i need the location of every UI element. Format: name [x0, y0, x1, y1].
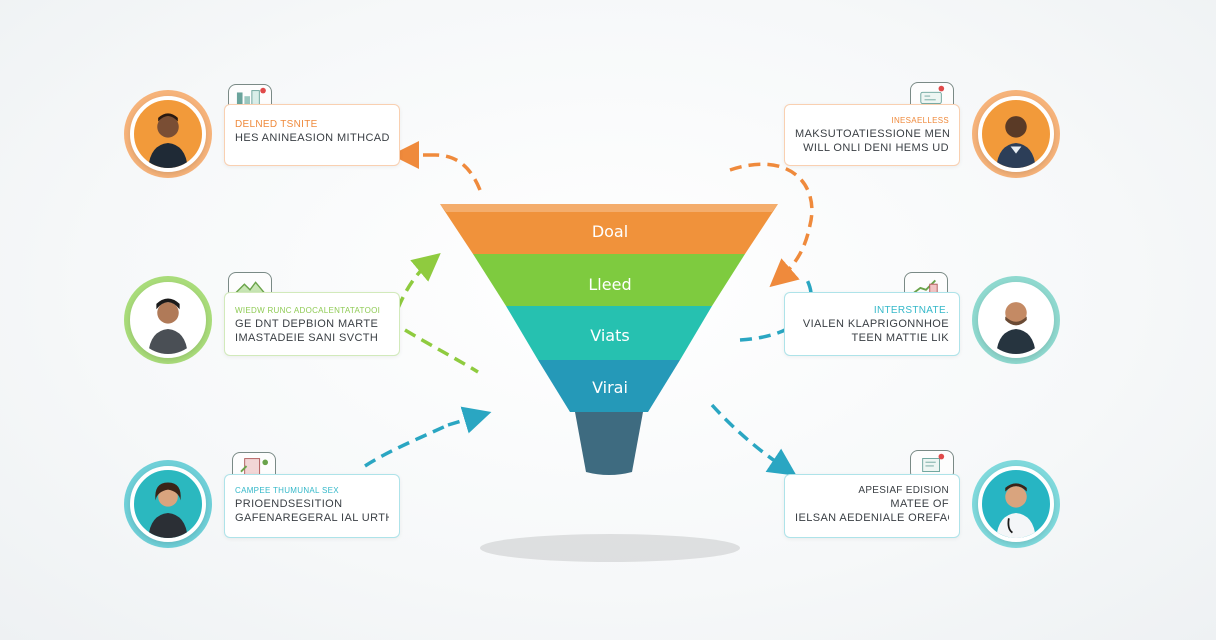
funnel-stage-2 — [473, 254, 745, 306]
funnel-stage-3-label: Viats — [590, 326, 630, 345]
avatar-right-top — [978, 96, 1054, 172]
funnel-spout — [575, 412, 643, 475]
card-left-top: DELNED TSNITE HES ANINEASION MITHCAD — [224, 104, 400, 166]
funnel-stage-1 — [440, 204, 778, 254]
card-right-bottom-line-1: MATEE OF — [890, 498, 949, 510]
funnel-stage-3 — [506, 306, 712, 360]
funnel-stage-2-label: Lleed — [588, 275, 632, 294]
funnel-rim-highlight — [440, 204, 778, 212]
arrow-left-top — [405, 155, 482, 191]
card-left-bottom: CAMPEE THUMUNAL SEX PRIOENDSESITION GAFE… — [224, 474, 400, 538]
card-left-top-line-1: HES ANINEASION MITHCAD — [235, 132, 389, 144]
avatar-left-bottom — [130, 466, 206, 542]
avatar-left-middle — [130, 282, 206, 358]
card-right-bottom-title: APESIAF EDISION — [858, 485, 949, 496]
card-right-top-line-1: MAKSUTOATIESSIONE MENT: — [795, 128, 949, 140]
avatar-right-bottom — [978, 466, 1054, 542]
card-left-bottom-line-1: PRIOENDSESITION — [235, 498, 343, 510]
card-left-bottom-line-2: GAFENAREGERAL IAL URTH — [235, 512, 389, 524]
card-left-middle-line-2: IMASTADEIE SANI SVCTH — [235, 332, 379, 344]
card-right-bottom-line-2: IELSAN AEDENIALE OREFAO, — [795, 512, 949, 524]
funnel-stage-4-label: Virai — [592, 378, 628, 397]
card-left-middle-title: WIEDW RUNC ADOCALENTATATOOI — [235, 306, 381, 315]
card-left-middle: WIEDW RUNC ADOCALENTATATOOI GE DNT DEPBI… — [224, 292, 400, 356]
avatar-left-top — [130, 96, 206, 172]
funnel-stage-1-label: Doal — [591, 222, 629, 241]
card-left-middle-line-1: GE DNT DEPBION MARTE — [235, 318, 379, 330]
arrow-left-bottom — [364, 416, 478, 468]
arrow-right-bottom — [710, 403, 797, 476]
card-right-bottom: APESIAF EDISION MATEE OF IELSAN AEDENIAL… — [784, 474, 960, 538]
card-right-top: INESAELLESS MAKSUTOATIESSIONE MENT: WILL… — [784, 104, 960, 166]
funnel-stage-4 — [538, 360, 680, 412]
card-right-top-title: INESAELLESS — [891, 116, 949, 125]
card-right-middle-line-1: VIALEN KLAPRIGONNHOE — [802, 318, 949, 330]
card-left-top-title: DELNED TSNITE — [235, 119, 318, 130]
card-left-bottom-title: CAMPEE THUMUNAL SEX — [235, 486, 339, 495]
card-right-middle-line-2: TEEN MATTIE LIK — [851, 332, 949, 344]
avatar-right-middle — [978, 282, 1054, 358]
arrow-left-middle-out — [404, 328, 479, 374]
card-right-middle: INTERSTNATE. VIALEN KLAPRIGONNHOE TEEN M… — [784, 292, 960, 356]
card-right-top-line-2: WILL ONLI DENI HEMS UD — [803, 142, 949, 154]
arrow-left-middle-in — [396, 253, 441, 309]
card-right-middle-title: INTERSTNATE. — [873, 305, 949, 316]
funnel-shadow — [480, 534, 740, 562]
arrow-right-top — [729, 162, 814, 288]
